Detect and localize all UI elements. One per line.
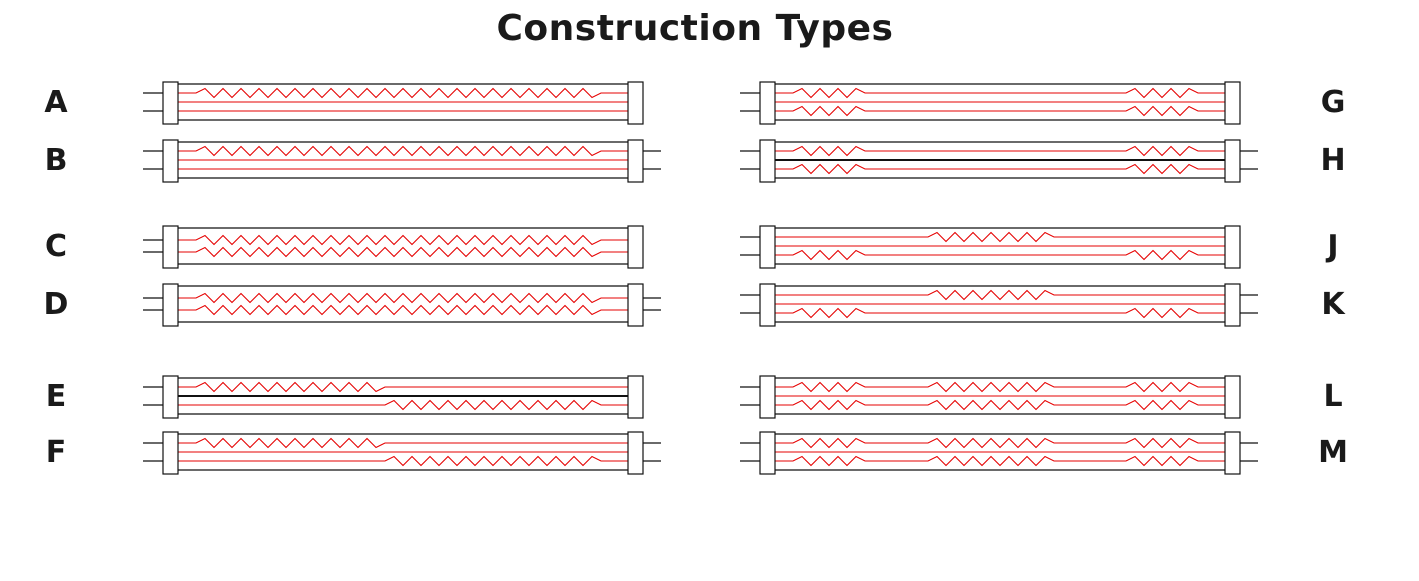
construction-type-c: C	[45, 225, 644, 269]
right-end-cap	[627, 139, 644, 183]
internal-line-2	[178, 304, 628, 316]
internal-line-1	[775, 231, 1225, 243]
internal-line-1	[178, 292, 628, 304]
internal-line-1	[178, 381, 628, 393]
right-end-cap	[1224, 225, 1241, 269]
internal-line-1	[775, 437, 1225, 449]
internal-line-3	[775, 399, 1225, 411]
internal-line-3	[775, 249, 1225, 261]
left-end-cap	[162, 225, 179, 269]
internal-line-2	[178, 246, 628, 258]
left-end-cap	[162, 431, 179, 475]
right-end-cap	[627, 81, 644, 125]
construction-type-j: J	[740, 225, 1339, 269]
type-label: K	[1321, 287, 1346, 322]
internal-line-3	[775, 105, 1225, 117]
left-end-cap	[759, 375, 776, 419]
construction-type-h: H	[740, 139, 1346, 183]
internal-line-1	[775, 87, 1225, 99]
construction-type-d: D	[44, 283, 661, 327]
internal-line-3	[775, 163, 1225, 175]
internal-line-1	[775, 381, 1225, 393]
left-end-cap	[759, 81, 776, 125]
type-label: J	[1325, 229, 1338, 264]
type-label: H	[1320, 143, 1345, 178]
right-end-cap	[627, 431, 644, 475]
right-end-cap	[1224, 431, 1241, 475]
internal-line-3	[178, 455, 628, 467]
left-end-cap	[759, 431, 776, 475]
type-label: F	[46, 435, 67, 470]
type-label: G	[1321, 85, 1346, 120]
construction-type-g: G	[740, 81, 1346, 125]
construction-type-l: L	[740, 375, 1343, 419]
internal-line-1	[178, 87, 628, 99]
internal-line-3	[775, 307, 1225, 319]
page-title: Construction Types	[496, 8, 894, 49]
internal-line-3	[178, 399, 628, 411]
left-end-cap	[162, 283, 179, 327]
right-end-cap	[1224, 283, 1241, 327]
type-label: L	[1323, 379, 1342, 414]
type-label: M	[1318, 435, 1348, 470]
right-end-cap	[627, 225, 644, 269]
left-end-cap	[162, 375, 179, 419]
type-label: D	[44, 287, 69, 322]
type-label: B	[45, 143, 68, 178]
left-end-cap	[162, 81, 179, 125]
construction-type-e: E	[46, 375, 644, 419]
right-end-cap	[1224, 81, 1241, 125]
construction-type-f: F	[46, 431, 661, 475]
right-end-cap	[1224, 375, 1241, 419]
right-end-cap	[627, 283, 644, 327]
right-end-cap	[627, 375, 644, 419]
type-label: E	[46, 379, 67, 414]
construction-type-k: K	[740, 283, 1346, 327]
internal-line-1	[178, 437, 628, 449]
construction-type-a: A	[44, 81, 644, 125]
left-end-cap	[759, 225, 776, 269]
internal-line-1	[178, 234, 628, 246]
construction-type-b: B	[45, 139, 661, 183]
internal-line-1	[178, 145, 628, 157]
right-end-cap	[1224, 139, 1241, 183]
type-label: A	[44, 85, 68, 120]
internal-line-1	[775, 145, 1225, 157]
type-label: C	[45, 229, 67, 264]
internal-line-1	[775, 289, 1225, 301]
left-end-cap	[759, 283, 776, 327]
left-end-cap	[759, 139, 776, 183]
left-end-cap	[162, 139, 179, 183]
construction-type-m: M	[740, 431, 1348, 475]
internal-line-3	[775, 455, 1225, 467]
